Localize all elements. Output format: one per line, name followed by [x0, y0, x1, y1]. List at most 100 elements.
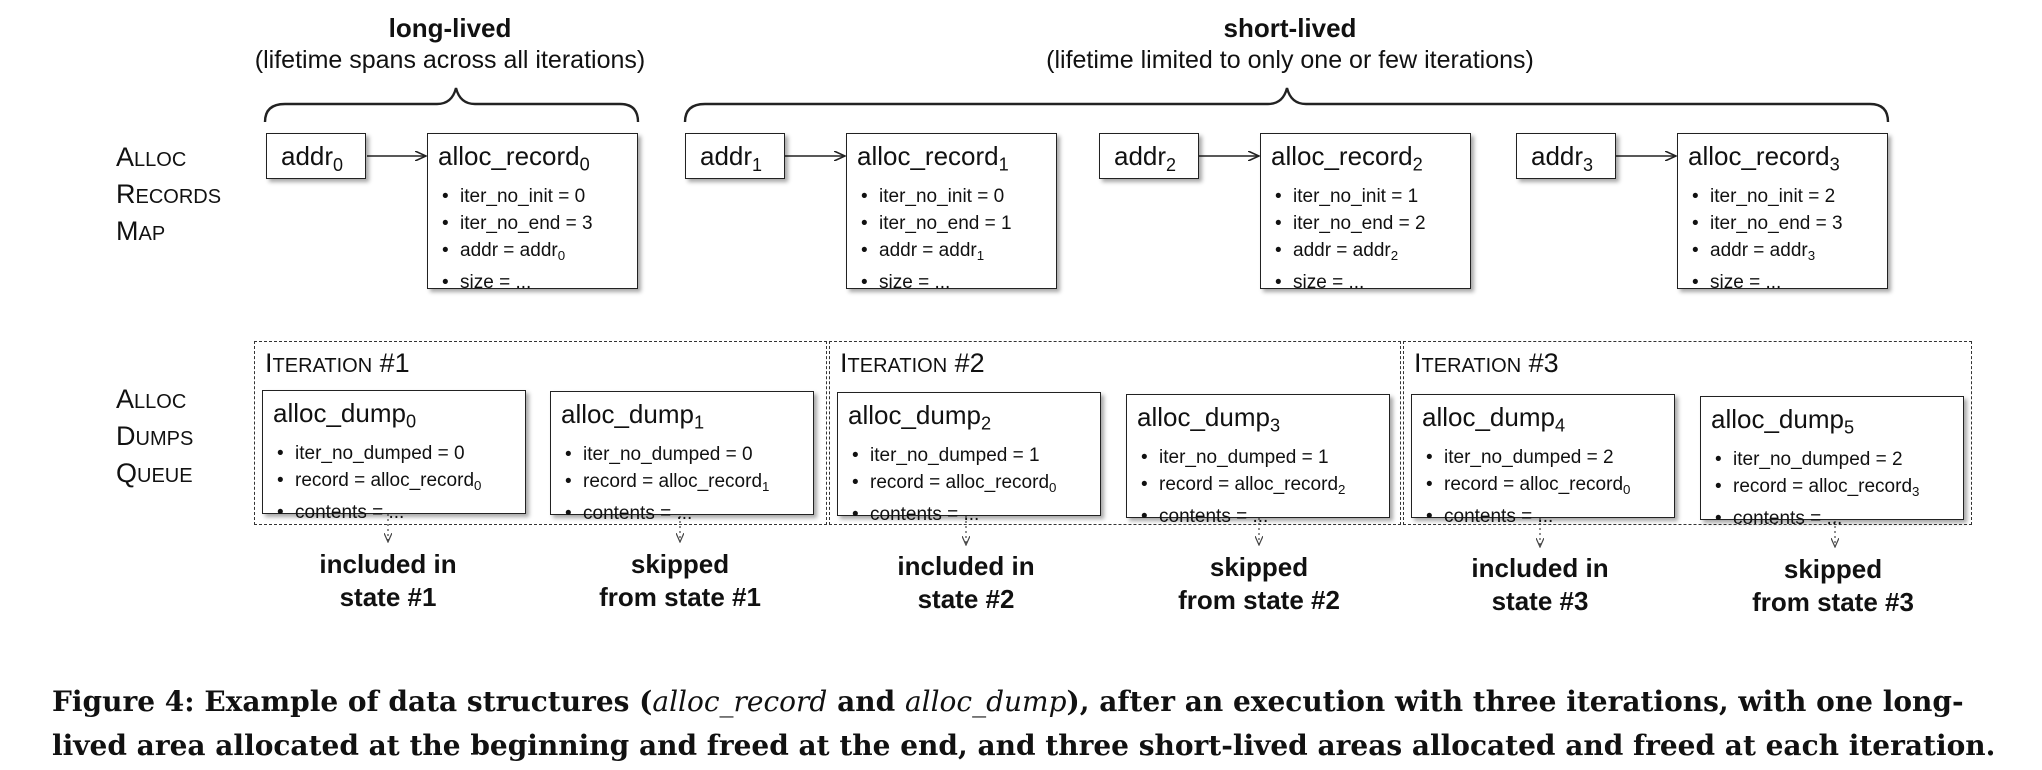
label-rest: UMPS: [135, 428, 194, 450]
box-title-index: 3: [1829, 154, 1840, 175]
box-title-name: alloc_record: [1688, 141, 1830, 171]
field-item: contents = ...: [1422, 503, 1664, 530]
long-lived-heading: long-lived (lifetime spans across all it…: [190, 12, 710, 76]
short-lived-title: short-lived: [1223, 13, 1357, 43]
field-list: iter_no_init = 0iter_no_end = 3addr = ad…: [438, 183, 627, 296]
field-item: contents = ...: [561, 500, 803, 527]
outcome-line: included in: [1471, 553, 1609, 583]
iteration-label-cap: I: [840, 348, 848, 378]
field-text: contents = ...: [1159, 506, 1269, 528]
field-item: record = alloc_record3: [1711, 473, 1953, 505]
outcome-line: from state #2: [1178, 585, 1340, 615]
field-item: record = alloc_record2: [1137, 471, 1379, 503]
field-text: size = ...: [1710, 272, 1782, 294]
field-index: 0: [1623, 482, 1631, 498]
box-title-index: 2: [1412, 154, 1423, 175]
label-rest: UEUE: [137, 465, 193, 487]
label-initial: A: [116, 142, 135, 172]
addr-box: addr2: [1099, 133, 1199, 179]
field-text: iter_no_dumped = 0: [583, 444, 753, 466]
field-index: 0: [474, 478, 482, 494]
field-text: contents = ...: [870, 504, 980, 526]
short-lived-brace: [683, 87, 1890, 123]
alloc-dumps-queue-label: ALLOC DUMPS QUEUE: [116, 382, 193, 493]
box-title: alloc_record1: [857, 139, 1046, 181]
row-label-line: QUEUE: [116, 456, 193, 493]
label-rest: LLOC: [134, 391, 187, 413]
long-lived-brace: [263, 87, 640, 123]
field-list: iter_no_dumped = 0record = alloc_record0…: [273, 440, 515, 526]
field-item: record = alloc_record0: [273, 467, 515, 499]
field-item: iter_no_init = 0: [857, 183, 1046, 210]
outcome-line: included in: [897, 551, 1035, 581]
field-text: iter_no_init = 1: [1293, 186, 1419, 208]
field-text: iter_no_dumped = 1: [870, 445, 1040, 467]
iteration-label-number: #3: [1521, 348, 1559, 378]
field-text: iter_no_dumped = 0: [295, 443, 465, 465]
alloc-records-map-label: ALLOC RECORDS MAP: [116, 140, 221, 251]
addr-box: addr3: [1516, 133, 1616, 179]
alloc-record-box: alloc_record3 iter_no_init = 2iter_no_end…: [1677, 133, 1888, 296]
field-item: record = alloc_record1: [561, 468, 803, 500]
field-list: iter_no_dumped = 2record = alloc_record0…: [1422, 444, 1664, 530]
iteration-label-number: #2: [947, 348, 985, 378]
field-text: size = ...: [460, 272, 532, 294]
field-item: record = alloc_record0: [1422, 471, 1664, 503]
field-text: contents = ...: [583, 503, 693, 525]
field-item: iter_no_dumped = 2: [1422, 444, 1664, 471]
outcome-line: skipped: [1209, 552, 1309, 582]
box-title-name: alloc_dump: [1711, 404, 1844, 434]
field-index: 1: [762, 479, 770, 495]
caption-term: alloc_dump: [904, 685, 1067, 718]
field-text: contents = ...: [1444, 506, 1554, 528]
field-index: 1: [976, 248, 985, 264]
outcome-line: skipped: [1783, 554, 1883, 584]
field-list: iter_no_dumped = 0record = alloc_record1…: [561, 441, 803, 527]
box-title: alloc_dump4: [1422, 400, 1664, 442]
field-list: iter_no_init = 0 iter_no_end = 1 addr = ad…: [857, 183, 1046, 296]
iteration-label-cap: I: [1414, 348, 1422, 378]
iteration-label-rest: TERATION: [272, 355, 373, 377]
field-text: addr = addr: [879, 240, 977, 262]
field-text: record = alloc_record: [870, 472, 1050, 494]
field-item: addr = addr2: [1271, 237, 1460, 269]
box-title: alloc_dump5: [1711, 402, 1953, 444]
field-item: iter_no_init = 2: [1688, 183, 1877, 210]
box-title-index: 0: [405, 411, 417, 432]
box-title: alloc_record2: [1271, 139, 1460, 181]
field-text: iter_no_init = 0: [460, 186, 586, 208]
field-text: contents = ...: [295, 502, 405, 524]
box-title-index: 0: [579, 154, 590, 175]
outcome-line: state #2: [917, 584, 1015, 614]
field-text: addr = addr: [1293, 240, 1391, 262]
short-lived-heading: short-lived (lifetime limited to only on…: [960, 12, 1620, 76]
alloc-record-box: alloc_record2 iter_no_init = 1 iter_no_end…: [1260, 133, 1471, 296]
field-text: iter_no_end = 1: [879, 213, 1012, 235]
box-title-name: alloc_dump: [273, 398, 406, 428]
field-text: record = alloc_record: [1733, 476, 1913, 498]
addr-name: addr: [700, 141, 753, 171]
field-text: iter_no_end = 2: [1293, 213, 1426, 235]
box-title-name: alloc_record: [438, 141, 580, 171]
addr-box: addr1: [685, 133, 785, 179]
figure-caption: Figure 4: Example of data structures (al…: [52, 680, 2012, 768]
field-list: iter_no_dumped = 2record = alloc_record3…: [1711, 446, 1953, 532]
iteration-label-rest: TERATION: [847, 355, 948, 377]
field-index: 2: [1338, 482, 1346, 498]
field-text: size = ...: [879, 272, 951, 294]
field-item: iter_no_end = 3: [1688, 210, 1877, 237]
box-title-name: alloc_record: [857, 141, 999, 171]
field-index: 3: [1912, 484, 1920, 500]
box-title-index: 1: [998, 154, 1009, 175]
field-item: iter_no_end = 2: [1271, 210, 1460, 237]
outcome-line: from state #3: [1752, 587, 1914, 617]
addr-name: addr: [281, 141, 334, 171]
field-item: contents = ...: [273, 499, 515, 526]
row-label-line: RECORDS: [116, 177, 221, 214]
row-label-line: MAP: [116, 214, 221, 251]
